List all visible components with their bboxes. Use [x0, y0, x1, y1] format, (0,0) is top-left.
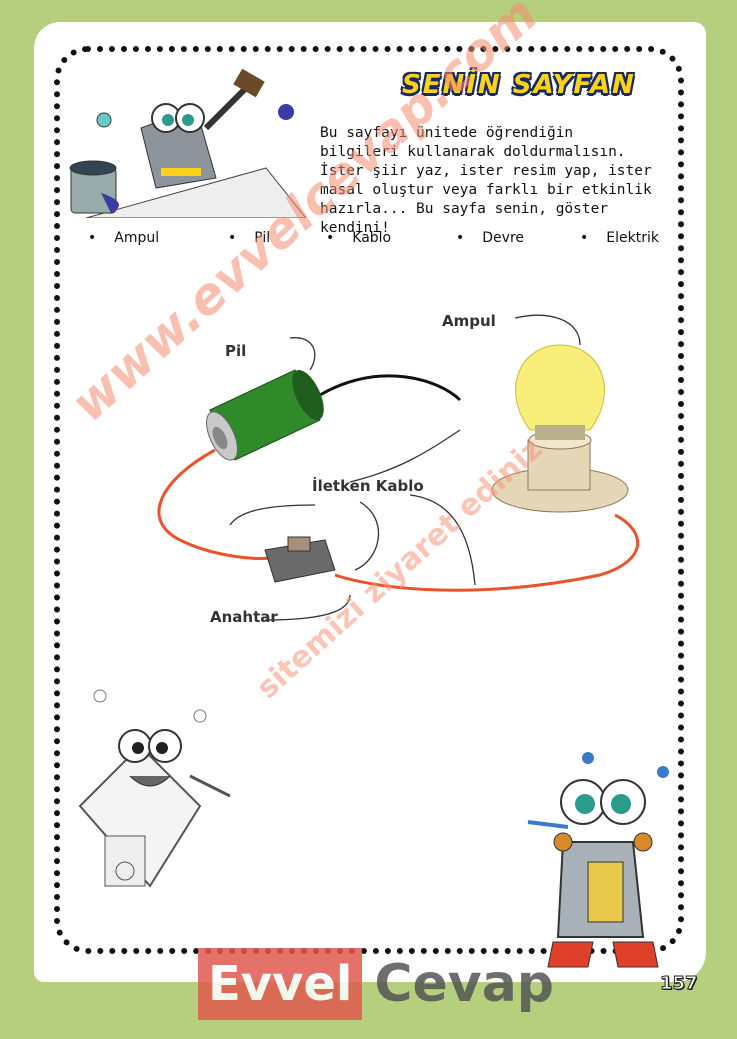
label-bulb: Ampul	[442, 312, 496, 330]
dotted-border	[54, 46, 684, 954]
keyword-item: Kablo	[326, 230, 391, 246]
wire-orange-left	[157, 448, 271, 560]
brand-logo: Evvel Cevap	[198, 944, 554, 1024]
page-number: 157	[660, 973, 699, 995]
brand-part1: Evvel	[198, 948, 363, 1020]
label-switch: Anahtar	[210, 608, 278, 626]
robot-singer-illustration	[78, 689, 231, 888]
battery-icon	[206, 369, 324, 461]
switch-icon	[264, 536, 336, 583]
robot-artist-illustration	[527, 752, 669, 968]
keyword-item: Ampul	[88, 230, 159, 246]
keyword-item: Devre	[456, 230, 524, 246]
bulb-icon	[491, 344, 629, 513]
keyword-list: Ampul Pil Kablo Devre Elektrik	[88, 230, 678, 252]
keyword-item: Elektrik	[580, 230, 659, 246]
intro-text: Bu sayfayı ünitede öğrendiğin bilgileri …	[320, 125, 652, 236]
brand-part2: Cevap	[374, 954, 555, 1014]
label-battery: Pil	[225, 342, 246, 360]
pointer-arrows	[229, 314, 581, 621]
page-title: SENİN SAYFAN	[402, 70, 636, 100]
robot-painter-illustration	[69, 68, 306, 218]
keyword-item: Pil	[228, 230, 270, 246]
wire-black	[319, 374, 462, 402]
label-wire: İletken Kablo	[312, 476, 424, 495]
circuit-diagram: Pil Ampul İletken Kablo Anahtar	[157, 312, 640, 626]
wire-orange-right	[334, 513, 640, 592]
